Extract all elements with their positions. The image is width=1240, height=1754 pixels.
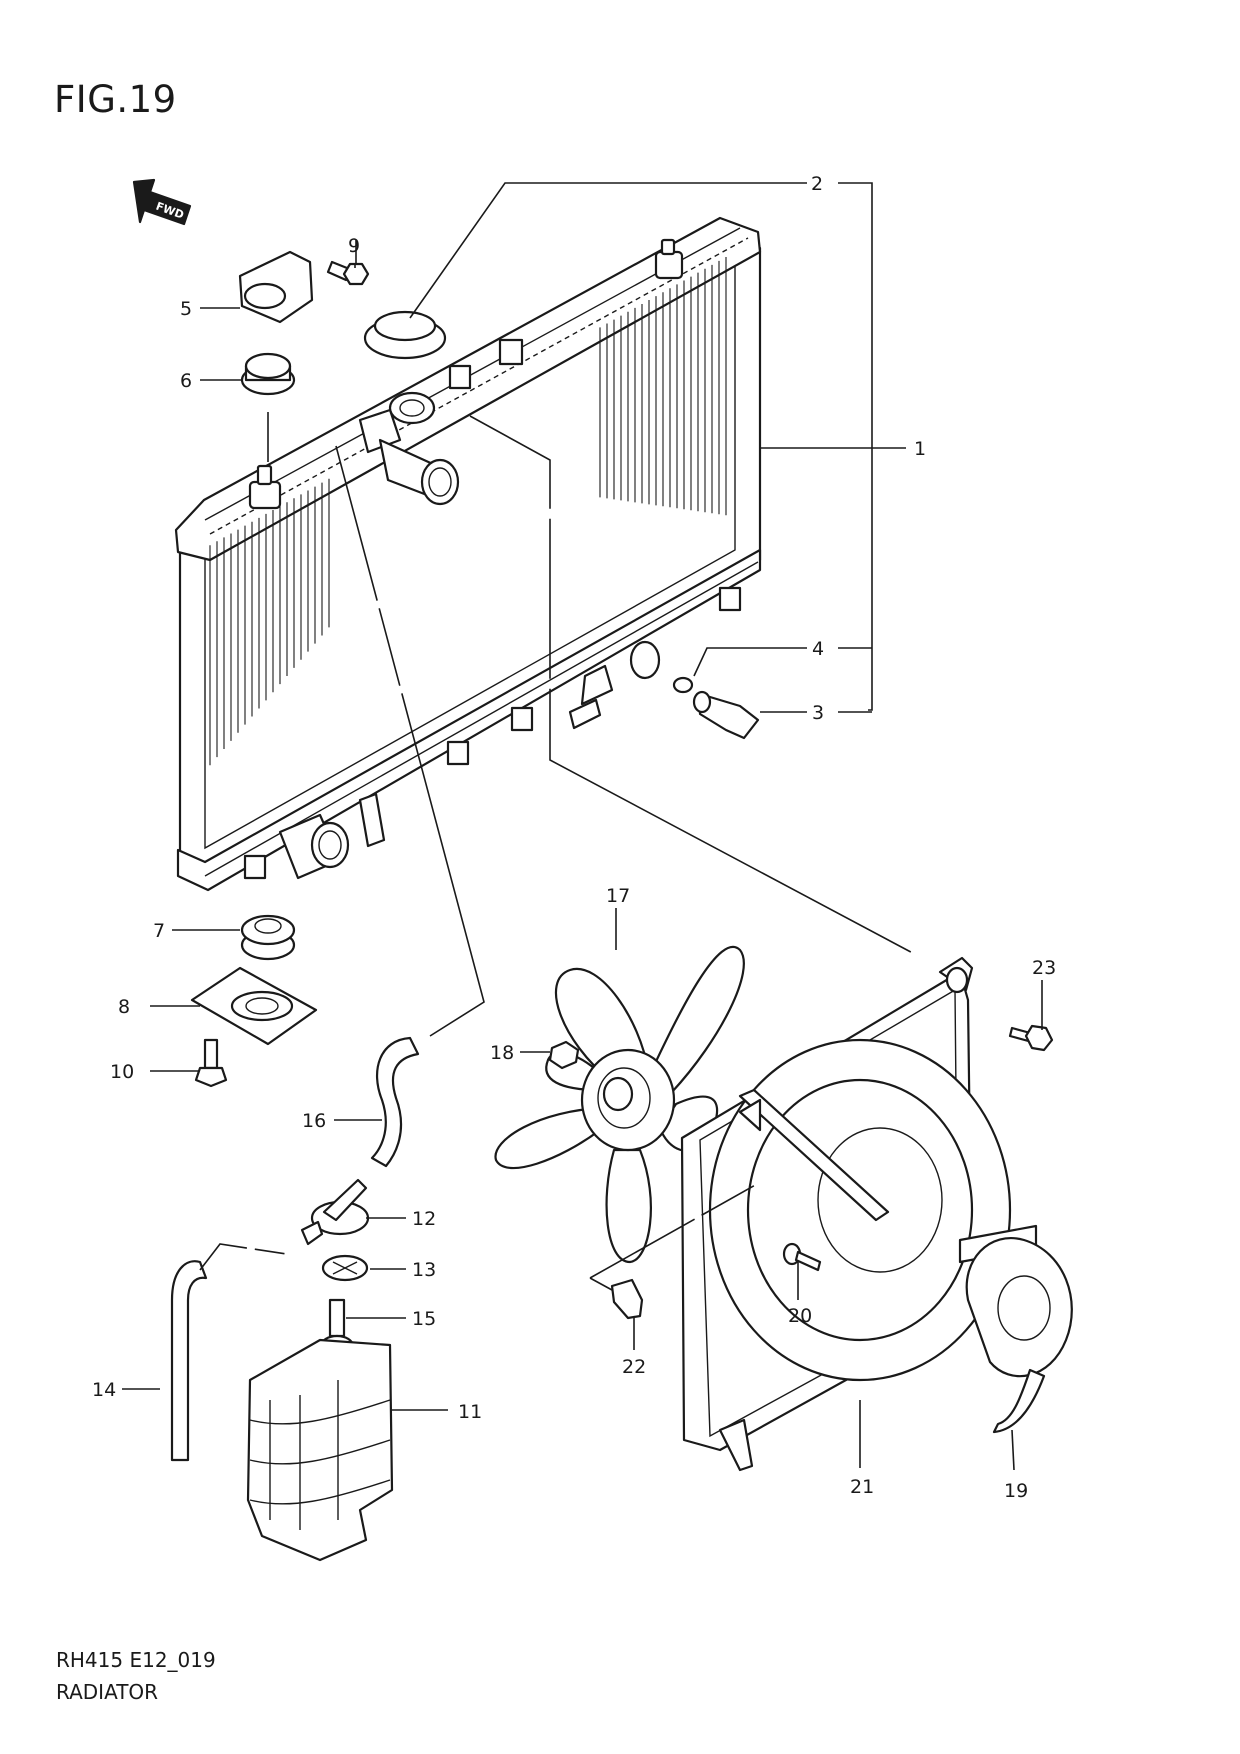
reservoir-filter — [321, 1254, 369, 1282]
lower-hose-outlet — [278, 813, 350, 880]
bolt-23 — [1008, 1024, 1054, 1052]
callout-11: 11 — [458, 1401, 482, 1423]
callout-7: 7 — [153, 920, 165, 942]
callout-22: 22 — [622, 1356, 646, 1378]
reservoir-cap — [300, 1178, 370, 1246]
top-mount-pin-left — [248, 464, 282, 510]
callout-19: 19 — [1004, 1480, 1028, 1502]
fan-shroud — [680, 956, 1038, 1472]
callout-13: 13 — [412, 1259, 436, 1281]
callout-17: 17 — [606, 885, 630, 907]
radiator-core — [174, 216, 762, 892]
o-ring — [672, 676, 694, 694]
callout-8: 8 — [118, 996, 130, 1018]
upper-mount-cushion — [240, 352, 296, 396]
callout-14: 14 — [92, 1379, 116, 1401]
filler-neck — [358, 391, 436, 454]
upper-hose-outlet — [378, 438, 460, 506]
callout-9: 9 — [348, 235, 360, 257]
callout-12: 12 — [412, 1208, 436, 1230]
reservoir-tank — [246, 1338, 394, 1562]
figure-code: RH415 E12_019 — [56, 1648, 216, 1672]
overflow-hose — [170, 1260, 208, 1462]
callout-2: 2 — [811, 173, 823, 195]
callout-16: 16 — [302, 1110, 326, 1132]
figure-title: FIG.19 — [54, 78, 177, 121]
lower-mount-cushion — [240, 914, 296, 961]
harness-clip — [610, 1278, 644, 1320]
callout-10: 10 — [110, 1061, 134, 1083]
lower-mount-bracket — [190, 966, 318, 1046]
top-mount-pin-right — [654, 238, 684, 280]
callout-numbers: 1 2 3 4 5 6 7 8 9 10 11 12 13 14 15 16 1… — [92, 173, 1056, 1502]
bolt-9 — [326, 260, 370, 286]
fwd-arrow-icon: FWD — [132, 178, 192, 226]
bolt-20 — [782, 1242, 822, 1272]
fan-motor — [965, 1237, 1073, 1434]
callout-21: 21 — [850, 1476, 874, 1498]
temperature-sensor — [692, 690, 760, 740]
reservoir-hose — [370, 1036, 420, 1168]
callout-4: 4 — [812, 638, 824, 660]
bolt-10 — [194, 1038, 228, 1088]
callout-5: 5 — [180, 298, 192, 320]
callout-18: 18 — [490, 1042, 514, 1064]
radiator-cap — [363, 310, 447, 360]
callout-15: 15 — [412, 1308, 436, 1330]
callout-23: 23 — [1032, 957, 1056, 979]
callout-20: 20 — [788, 1305, 812, 1327]
callout-6: 6 — [180, 370, 192, 392]
leader-lines — [122, 182, 1043, 1471]
fan-blade — [494, 946, 745, 1264]
callout-3: 3 — [812, 702, 824, 724]
upper-mount-bracket — [238, 250, 314, 324]
callout-1: 1 — [914, 438, 926, 460]
figure-name: RADIATOR — [56, 1680, 159, 1704]
nut-18 — [548, 1040, 580, 1070]
